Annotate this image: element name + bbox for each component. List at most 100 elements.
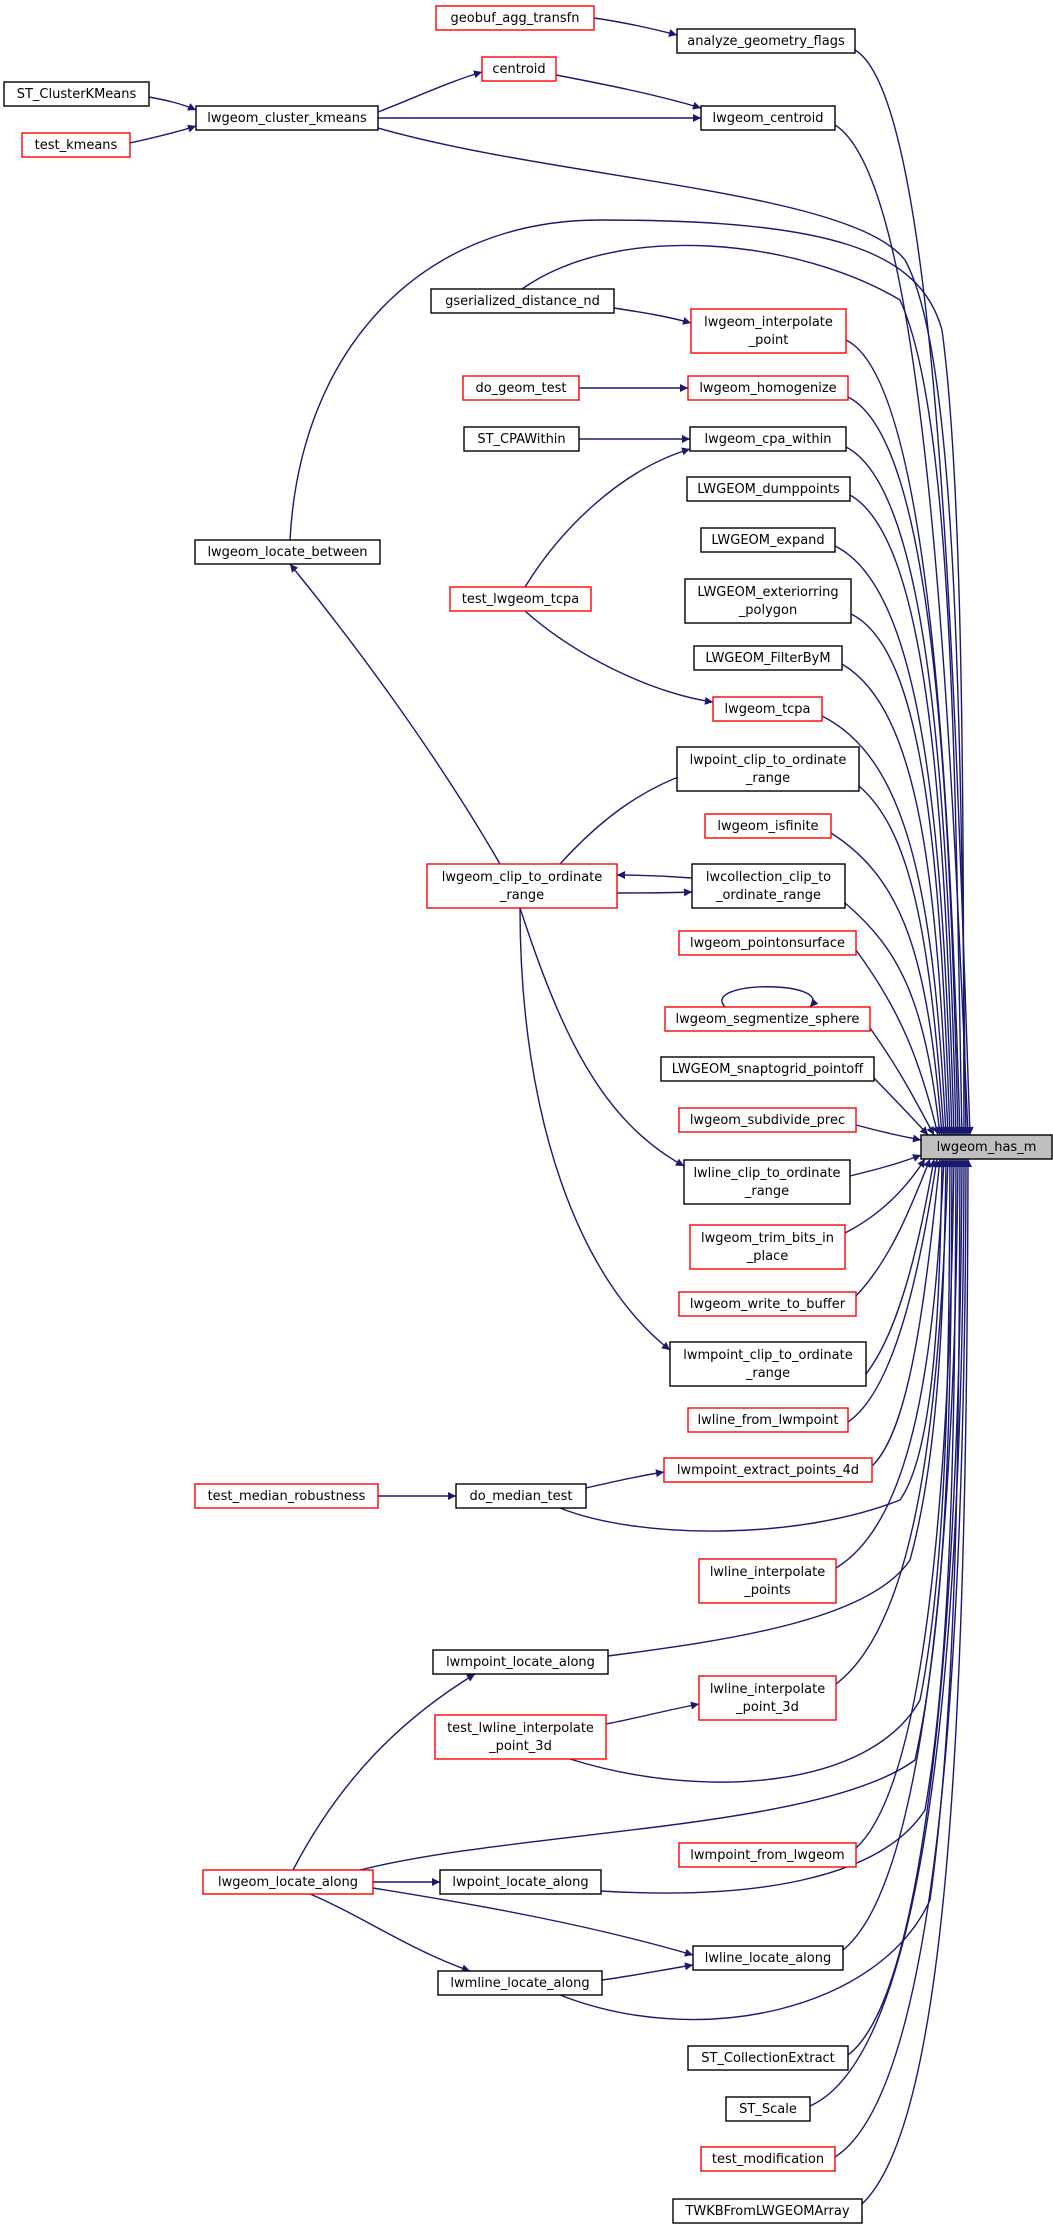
node-box: [435, 5, 595, 31]
node-lwmpoint_clip[interactable]: lwmpoint_clip_to_ordinate_range: [669, 1341, 867, 1387]
node-lwgeom_isfinite[interactable]: lwgeom_isfinite: [704, 813, 832, 839]
node-test_median_robustness[interactable]: test_median_robustness: [194, 1483, 379, 1509]
edge-lwgeom_locate_between-to-target: [289, 219, 968, 1136]
node-box: [684, 578, 852, 624]
node-lwgeom_write_to_buffer[interactable]: lwgeom_write_to_buffer: [678, 1291, 857, 1317]
edge-lwmpoint_clip-to-target: [865, 1158, 937, 1375]
edge-lwgeom_clip-to-lwcollection_clip: [616, 888, 693, 897]
node-lwcollection_clip[interactable]: lwcollection_clip_to_ordinate_range: [691, 863, 846, 909]
node-geobuf_agg[interactable]: geobuf_agg_transfn: [435, 5, 595, 31]
node-label: lwline_interpolate: [710, 1565, 825, 1580]
node-st_scale[interactable]: ST_Scale: [725, 2096, 811, 2122]
node-label: lwline_clip_to_ordinate: [693, 1166, 840, 1181]
node-target[interactable]: lwgeom_has_m: [920, 1134, 1053, 1160]
node-label: lwgeom_has_m: [937, 1140, 1037, 1155]
node-st_cpawithin[interactable]: ST_CPAWithin: [463, 426, 580, 452]
edge-lwline_interpolate_point_3d-to-target: [835, 1158, 952, 1685]
node-label: gserialized_distance_nd: [445, 294, 600, 309]
node-lwgeom_clip[interactable]: lwgeom_clip_to_ordinate_range: [426, 863, 618, 909]
node-box: [678, 1107, 857, 1133]
node-box: [698, 1675, 837, 1721]
edge-test_lwgeom_tcpa-to-lwgeom_tcpa: [524, 610, 714, 705]
node-lwgeom_locate_between[interactable]: lwgeom_locate_between: [194, 539, 381, 565]
node-label: lwgeom_pointonsurface: [690, 936, 845, 951]
node-label: test_lwgeom_tcpa: [462, 592, 580, 607]
node-lwline_from_lwmpoint[interactable]: lwline_from_lwmpoint: [687, 1407, 849, 1433]
node-analyze_flags[interactable]: analyze_geometry_flags: [676, 28, 856, 54]
node-lwgeom_interpolate_point[interactable]: lwgeom_interpolate_point: [690, 308, 847, 354]
edge-lwline_interpolate_points-to-target: [835, 1158, 948, 1569]
edge-lwgeom_trim_bits-to-target: [844, 1158, 926, 1234]
node-label: test_kmeans: [35, 138, 118, 153]
node-lwgeom_locate_along[interactable]: lwgeom_locate_along: [202, 1869, 374, 1895]
node-centroid[interactable]: centroid: [481, 56, 557, 82]
edge-lwline_clip-to-target: [849, 1154, 922, 1177]
node-do_median_test[interactable]: do_median_test: [455, 1483, 587, 1509]
edge-lwgeom_exteriorring-to-target: [850, 613, 954, 1136]
edge-lwgeom_segmentize_sphere-to-lwgeom_segmentize_sphere: [721, 986, 819, 1008]
node-st_clusterkmeans[interactable]: ST_ClusterKMeans: [3, 81, 150, 107]
node-lwgeom_cluster_kmeans[interactable]: lwgeom_cluster_kmeans: [195, 105, 379, 131]
node-lwline_interpolate_points[interactable]: lwline_interpolate_points: [698, 1558, 837, 1604]
node-label: test_median_robustness: [208, 1489, 366, 1504]
node-lwpoint_locate_along[interactable]: lwpoint_locate_along: [439, 1869, 602, 1895]
node-lwmline_locate_along[interactable]: lwmline_locate_along: [437, 1970, 603, 1996]
node-test_modification[interactable]: test_modification: [700, 2146, 836, 2172]
node-lwgeom_dumppoints[interactable]: LWGEOM_dumppoints: [686, 476, 851, 502]
node-label: lwline_locate_along: [705, 1951, 832, 1966]
node-label: lwgeom_locate_between: [207, 545, 367, 560]
node-lwgeom_filterbym[interactable]: LWGEOM_FilterByM: [693, 645, 843, 671]
edge-lwgeom_segmentize_sphere-to-target: [869, 1027, 935, 1136]
node-lwgeom_homogenize[interactable]: lwgeom_homogenize: [687, 375, 849, 401]
node-label: lwgeom_clip_to_ordinate: [442, 870, 603, 885]
node-lwgeom_tcpa[interactable]: lwgeom_tcpa: [712, 696, 823, 722]
node-lwgeom_subdivide_prec[interactable]: lwgeom_subdivide_prec: [678, 1107, 857, 1133]
node-box: [676, 746, 860, 792]
node-lwpoint_clip[interactable]: lwpoint_clip_to_ordinate_range: [676, 746, 860, 792]
edge-st_clusterkmeans-to-lwgeom_cluster_kmeans: [148, 96, 197, 111]
edge-lwmpoint_from_lwgeom-to-target: [855, 1158, 958, 1849]
node-lwmpoint_from_lwgeom[interactable]: lwmpoint_from_lwgeom: [678, 1842, 857, 1868]
node-lwgeom_exteriorring[interactable]: LWGEOM_exteriorring_polygon: [684, 578, 852, 624]
node-lwgeom_cpa_within[interactable]: lwgeom_cpa_within: [689, 426, 847, 452]
edge-lwgeom_locate_along-to-target: [359, 1158, 956, 1871]
node-lwgeom_segmentize_sphere[interactable]: lwgeom_segmentize_sphere: [664, 1006, 871, 1032]
edge-lwgeom_isfinite-to-target: [830, 832, 946, 1136]
node-lwmpoint_locate_along[interactable]: lwmpoint_locate_along: [432, 1649, 609, 1675]
node-snaptogrid_pointoff[interactable]: LWGEOM_snaptogrid_pointoff: [660, 1056, 875, 1082]
node-lwline_interpolate_point_3d[interactable]: lwline_interpolate_point_3d: [698, 1675, 837, 1721]
node-lwgeom_trim_bits[interactable]: lwgeom_trim_bits_in_place: [689, 1224, 846, 1270]
node-label: geobuf_agg_transfn: [451, 11, 580, 26]
node-test_lwline_interpolate_point_3d[interactable]: test_lwline_interpolate_point_3d: [434, 1714, 607, 1760]
node-box: [683, 1159, 851, 1205]
node-lwgeom_centroid[interactable]: lwgeom_centroid: [700, 105, 836, 131]
edge-lwgeom_homogenize-to-target: [847, 396, 962, 1136]
node-test_lwgeom_tcpa[interactable]: test_lwgeom_tcpa: [449, 586, 592, 612]
node-box: [660, 1056, 875, 1082]
node-test_kmeans[interactable]: test_kmeans: [21, 132, 131, 158]
edge-lwcollection_clip-to-target: [844, 902, 944, 1136]
node-label: lwgeom_isfinite: [717, 819, 818, 834]
node-lwgeom_pointonsurface[interactable]: lwgeom_pointonsurface: [678, 930, 857, 956]
node-layer: lwgeom_has_m geobuf_agg_transfn analyze_ge…: [3, 5, 1053, 2224]
node-label: lwpoint_locate_along: [452, 1875, 588, 1890]
edge-lwgeom_interpolate_point-to-target: [845, 339, 964, 1136]
edge-test_lwgeom_tcpa-to-lwgeom_cpa_within: [524, 447, 691, 588]
node-label: lwgeom_homogenize: [699, 381, 836, 396]
node-label: _range: [745, 771, 790, 786]
node-twkb_from_lwgeom_array[interactable]: TWKBFromLWGEOMArray: [672, 2198, 863, 2224]
node-do_geom_test[interactable]: do_geom_test: [462, 375, 580, 401]
node-gserialized_distance_nd[interactable]: gserialized_distance_nd: [430, 288, 615, 314]
node-lwgeom_expand[interactable]: LWGEOM_expand: [700, 527, 836, 553]
node-lwline_locate_along[interactable]: lwline_locate_along: [692, 1945, 844, 1971]
node-lwmpoint_extract_points_4d[interactable]: lwmpoint_extract_points_4d: [663, 1457, 873, 1483]
node-lwline_clip[interactable]: lwline_clip_to_ordinate_range: [683, 1159, 851, 1205]
node-label: lwgeom_cluster_kmeans: [207, 111, 367, 126]
edge-lwgeom_locate_along-to-lwmpoint_locate_along: [292, 1673, 476, 1871]
node-box: [194, 1483, 379, 1509]
edge-layer: [129, 17, 974, 2205]
node-st_collectionextract[interactable]: ST_CollectionExtract: [687, 2045, 849, 2071]
node-label: lwgeom_write_to_buffer: [690, 1297, 846, 1312]
edge-do_median_test-to-target: [559, 1158, 946, 1532]
